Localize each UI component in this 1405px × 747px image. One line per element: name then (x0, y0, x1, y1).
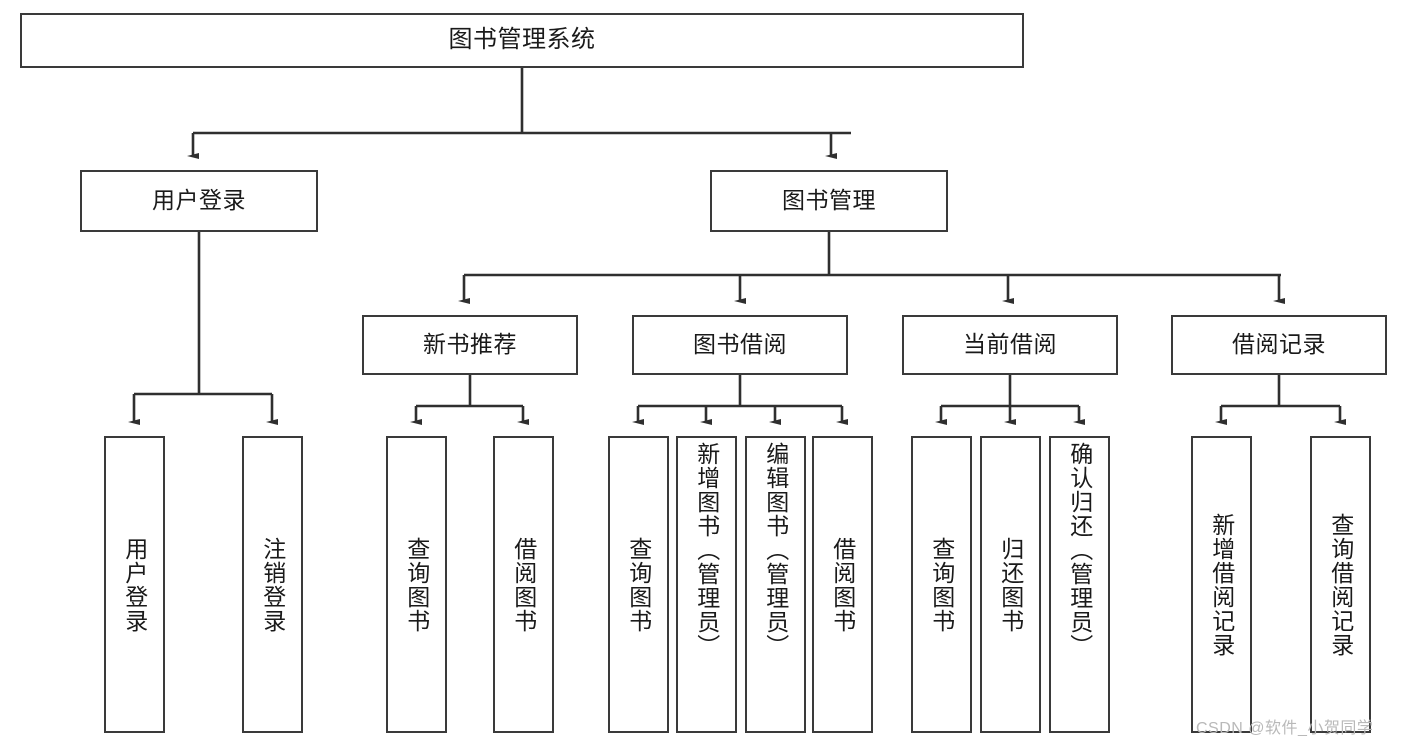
node-borrow-record[interactable]: 借阅记录 (1171, 315, 1387, 375)
leaf-borrow-borrow-book[interactable]: 借阅图书 (812, 436, 873, 733)
node-label: 借阅图书 (510, 536, 537, 633)
node-label: 借阅记录 (1232, 331, 1326, 358)
node-label: 注销登录 (259, 536, 286, 633)
node-label: 查询图书 (403, 536, 430, 633)
leaf-recommend-query-book[interactable]: 查询图书 (386, 436, 447, 733)
leaf-borrow-add-book-admin[interactable]: 新增图书（管理员） (676, 436, 737, 733)
node-label: 新增图书（管理员） (693, 442, 720, 658)
node-label: 新增借阅记录 (1208, 512, 1235, 657)
leaf-user-login-login[interactable]: 用户登录 (104, 436, 165, 733)
node-label: 归还图书 (997, 536, 1024, 633)
watermark-text: CSDN @软件_小贺同学 (1196, 720, 1374, 737)
node-current-borrow[interactable]: 当前借阅 (902, 315, 1118, 375)
node-label: 用户登录 (121, 536, 148, 633)
leaf-borrow-query-book[interactable]: 查询图书 (608, 436, 669, 733)
leaf-borrow-edit-book-admin[interactable]: 编辑图书（管理员） (745, 436, 806, 733)
node-label: 图书管理系统 (448, 26, 596, 54)
leaf-record-query-borrow-record[interactable]: 查询借阅记录 (1310, 436, 1371, 733)
leaf-current-return-book[interactable]: 归还图书 (980, 436, 1041, 733)
leaf-current-confirm-return-admin[interactable]: 确认归还（管理员） (1049, 436, 1110, 733)
node-label: 借阅图书 (829, 536, 856, 633)
node-root-book-management-system[interactable]: 图书管理系统 (20, 13, 1024, 68)
node-label: 查询图书 (625, 536, 652, 633)
node-label: 查询借阅记录 (1327, 512, 1354, 657)
leaf-record-add-borrow-record[interactable]: 新增借阅记录 (1191, 436, 1252, 733)
leaf-user-login-logout[interactable]: 注销登录 (242, 436, 303, 733)
node-label: 当前借阅 (963, 331, 1057, 358)
node-label: 编辑图书（管理员） (762, 442, 789, 658)
node-new-book-recommend[interactable]: 新书推荐 (362, 315, 578, 375)
node-label: 查询图书 (928, 536, 955, 633)
node-book-management[interactable]: 图书管理 (710, 170, 948, 232)
node-label: 用户登录 (152, 187, 246, 214)
node-book-borrow[interactable]: 图书借阅 (632, 315, 848, 375)
node-label: 确认归还（管理员） (1066, 442, 1093, 658)
leaf-recommend-borrow-book[interactable]: 借阅图书 (493, 436, 554, 733)
node-label: 图书管理 (782, 187, 876, 214)
node-user-login[interactable]: 用户登录 (80, 170, 318, 232)
node-label: 图书借阅 (693, 331, 787, 358)
node-label: 新书推荐 (423, 331, 517, 358)
leaf-current-query-book[interactable]: 查询图书 (911, 436, 972, 733)
